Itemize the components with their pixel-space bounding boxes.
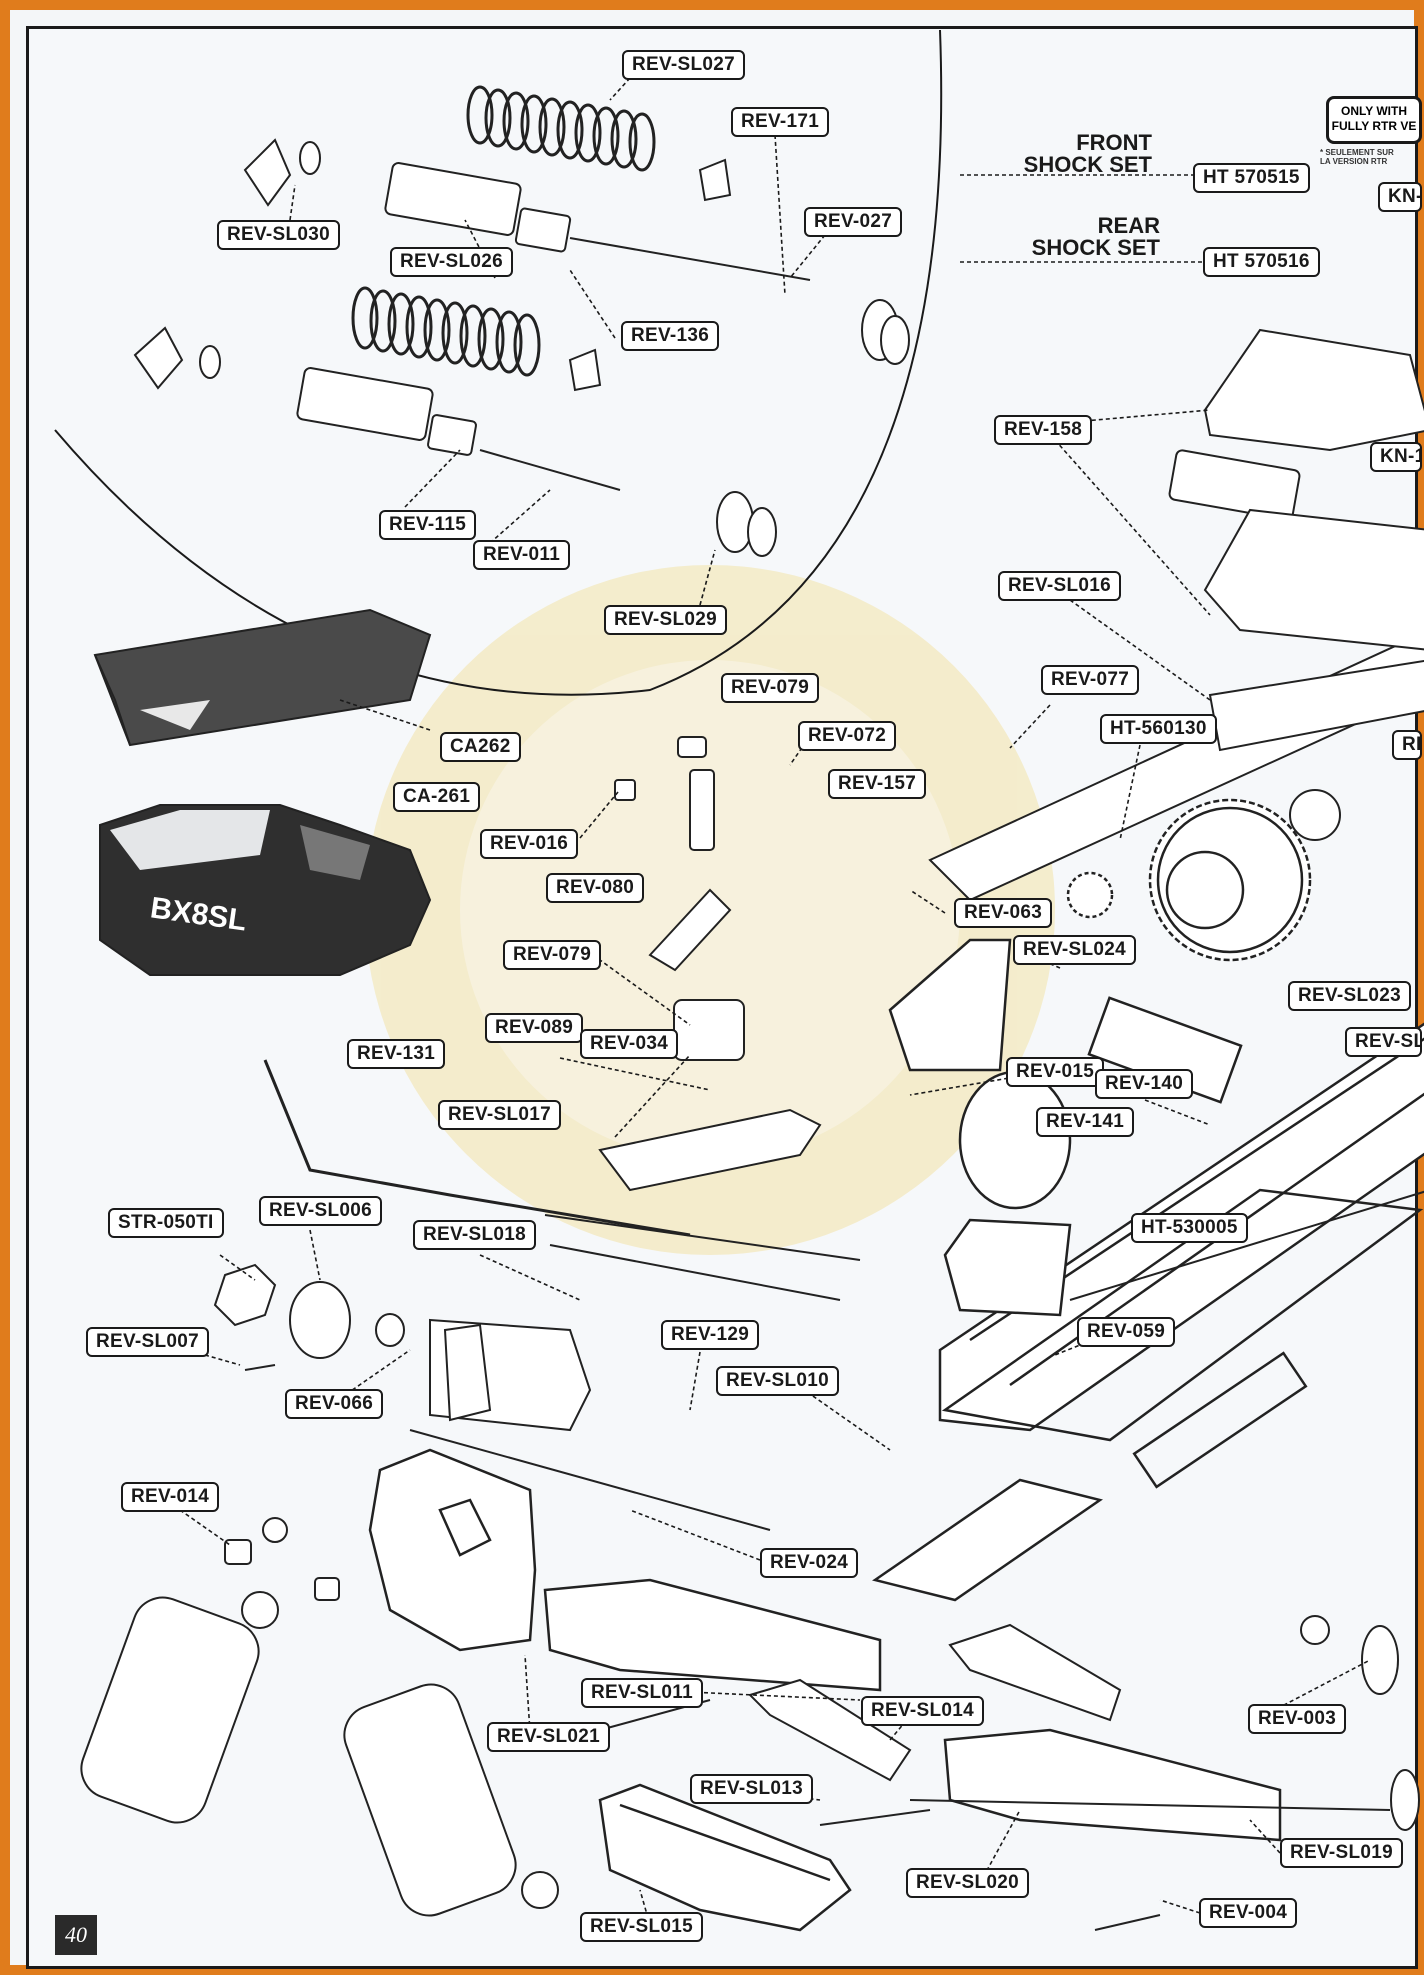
label-rev-sl023: REV-SL023 [1288, 981, 1412, 1011]
label-rev-sl026: REV-SL026 [390, 247, 514, 277]
label-rev-059: REV-059 [1077, 1317, 1176, 1347]
only-with-rtr-note: * SEULEMENT SUR LA VERSION RTR [1320, 148, 1420, 166]
label-rev-129: REV-129 [661, 1320, 760, 1350]
label-rev-sl013: REV-SL013 [690, 1774, 814, 1804]
label-rev-sl027: REV-SL027 [622, 50, 746, 80]
rear-shock-set-line2: SHOCK SET [1031, 235, 1160, 260]
label-rev-sl029: REV-SL029 [604, 605, 728, 635]
label-rev-sl014: REV-SL014 [861, 1696, 985, 1726]
label-rev-sl019: REV-SL019 [1280, 1838, 1404, 1868]
label-rev-141: REV-141 [1036, 1107, 1135, 1137]
body-shell [99, 804, 432, 976]
label-rev-sl016: REV-SL016 [998, 571, 1122, 601]
label-rev-063: REV-063 [954, 898, 1053, 928]
only-with-rtr-badge: ONLY WITH FULLY RTR VE [1326, 96, 1422, 144]
front-bumper [598, 1783, 852, 1932]
exploded-diagram [54, 29, 1424, 1932]
shock-body-front [384, 162, 811, 281]
label-rev-014: REV-014 [121, 1482, 220, 1512]
label-kn-1: KN-1 [1370, 442, 1422, 472]
label-rev-sl017: REV-SL017 [438, 1100, 562, 1130]
label-rev-136: REV-136 [621, 321, 720, 351]
shock-tower [368, 1448, 537, 1652]
label-rev-sl018: REV-SL018 [413, 1220, 537, 1250]
label-rev-079-mid: REV-079 [503, 940, 602, 970]
label-rev-066: REV-066 [285, 1389, 384, 1419]
label-rev-sl015: REV-SL015 [580, 1912, 704, 1942]
differential [888, 938, 1243, 1317]
label-rev-sl030: REV-SL030 [217, 220, 341, 250]
front-shock-set-line2: SHOCK SET [1023, 152, 1152, 177]
assembled-shocks [80, 1591, 559, 1917]
label-rev-sl006: REV-SL006 [259, 1196, 383, 1226]
label-rev-079-top: REV-079 [721, 673, 820, 703]
label-rev-sl024: REV-SL024 [1013, 935, 1137, 965]
label-rev-024: REV-024 [760, 1548, 859, 1578]
label-rev-016: REV-016 [480, 829, 579, 859]
label-ca262: CA262 [440, 732, 521, 762]
shock-detail-circle [54, 29, 943, 696]
spur-gear [1066, 798, 1312, 962]
rear-shock-set-title: REAR SHOCK SET [940, 215, 1160, 259]
label-rev-115: REV-115 [379, 510, 477, 540]
label-rev-034: REV-034 [580, 1029, 679, 1059]
label-ht-530005: HT-530005 [1131, 1213, 1248, 1243]
label-rev-027: REV-027 [804, 207, 903, 237]
label-rev-003: REV-003 [1248, 1704, 1347, 1734]
shock-caps [133, 138, 910, 557]
front-a-arm [543, 1578, 1282, 1842]
spring-rear [351, 286, 541, 377]
label-kn-top: KN- [1378, 182, 1422, 212]
label-rev-171: REV-171 [731, 107, 830, 137]
label-ht-560130: HT-560130 [1100, 714, 1217, 744]
front-shock-set-title: FRONT SHOCK SET [940, 132, 1152, 176]
spring-front [466, 85, 656, 172]
radio-box [1168, 328, 1424, 651]
label-rev-004: REV-004 [1199, 1898, 1298, 1928]
label-rev-157: REV-157 [828, 769, 927, 799]
label-rev-080: REV-080 [546, 873, 645, 903]
page-number: 40 [55, 1915, 97, 1955]
label-rev-077: REV-077 [1041, 665, 1140, 695]
only-with-line1: ONLY WITH [1340, 104, 1407, 118]
label-rev-089: REV-089 [485, 1013, 584, 1043]
front-shock-set-line1: FRONT [1076, 130, 1152, 155]
label-str-050ti: STR-050TI [108, 1208, 224, 1238]
label-rev-011: REV-011 [473, 540, 571, 570]
misc-hardware [213, 736, 1424, 1931]
label-ca-261: CA-261 [393, 782, 481, 812]
rear-shock-set-line1: REAR [1097, 213, 1160, 238]
label-rev-sl-right: REV-SL0 [1345, 1027, 1422, 1057]
label-rev-sl010: REV-SL010 [716, 1366, 840, 1396]
hinge-pin-holders [748, 1623, 1122, 1782]
front-shock-set-code: HT 570515 [1193, 163, 1310, 193]
label-rev-140: REV-140 [1095, 1069, 1194, 1099]
steering-parts [429, 888, 822, 1432]
label-rev-sl020: REV-SL020 [906, 1868, 1030, 1898]
label-rev-sl007: REV-SL007 [86, 1327, 210, 1357]
label-rev-015: REV-015 [1006, 1057, 1105, 1087]
shock-body-rear [296, 367, 621, 491]
label-rev-072: REV-072 [798, 721, 897, 751]
label-rev-sl011: REV-SL011 [581, 1678, 703, 1708]
rear-wing [93, 608, 432, 747]
only-note-line2: LA VERSION RTR [1320, 157, 1388, 166]
label-rev-131: REV-131 [347, 1039, 446, 1069]
label-rev-158: REV-158 [994, 415, 1093, 445]
label-rev-sl021: REV-SL021 [487, 1722, 611, 1752]
only-note-line1: * SEULEMENT SUR [1320, 148, 1394, 157]
rear-shock-set-code: HT 570516 [1203, 247, 1320, 277]
label-re-right: RE [1392, 730, 1422, 760]
sway-bar [263, 1059, 691, 1237]
only-with-line2: FULLY RTR VE [1331, 119, 1417, 133]
